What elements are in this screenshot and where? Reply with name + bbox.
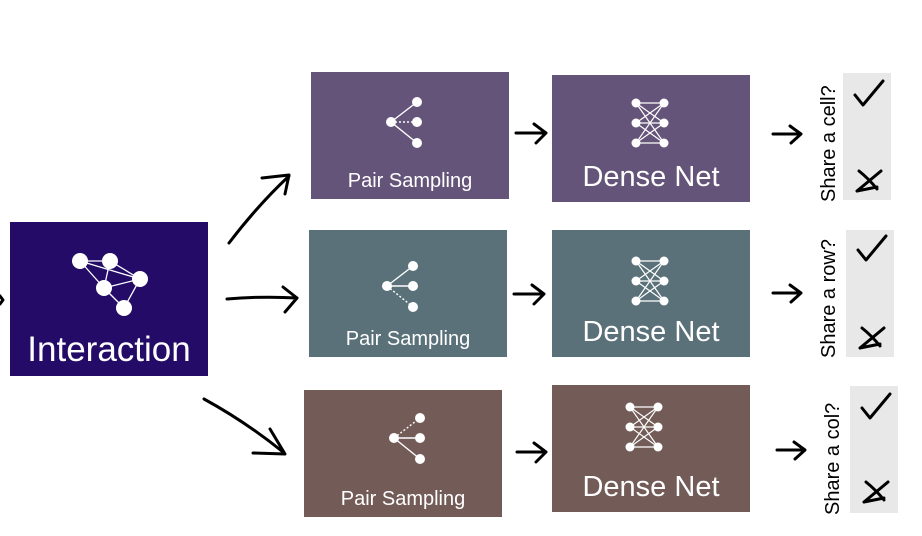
interaction-box: Interaction <box>10 222 208 376</box>
dense-net-label: Dense Net <box>582 471 720 503</box>
checkmark-icon <box>856 234 888 262</box>
question-share-cell: Share a cell? <box>818 85 840 202</box>
arrow-ps3-to-dn3 <box>515 441 548 464</box>
interaction-label: Interaction <box>27 330 191 369</box>
question-share-row: Share a row? <box>818 239 840 358</box>
arrow-interaction-to-ps1 <box>227 173 291 245</box>
dense-net-icon <box>631 98 669 148</box>
pair-sampling-box-cell: Pair Sampling <box>311 72 509 199</box>
cross-icon <box>862 480 890 504</box>
cross-icon <box>855 169 883 193</box>
arrow-interaction-to-ps3 <box>202 397 287 456</box>
graph-network-icon <box>72 253 148 316</box>
arrow-dn2-to-out2 <box>771 283 803 304</box>
outcome-panel-row <box>846 230 894 357</box>
outcome-panel-col <box>850 386 898 513</box>
pair-sampling-box-row: Pair Sampling <box>309 230 507 357</box>
arrow-ps2-to-dn2 <box>512 283 546 306</box>
pair-sampling-label: Pair Sampling <box>345 328 471 350</box>
arrow-ps1-to-dn1 <box>514 122 548 145</box>
checkmark-icon <box>853 79 885 107</box>
dense-net-box-col: Dense Net <box>552 385 750 512</box>
input-arrow-tip <box>0 294 5 306</box>
cross-icon <box>858 326 886 350</box>
pair-sampling-label: Pair Sampling <box>347 170 473 192</box>
dense-net-label: Dense Net <box>582 161 720 193</box>
dense-net-box-row: Dense Net <box>552 230 750 357</box>
dense-net-icon <box>625 402 663 452</box>
pair-sampling-box-col: Pair Sampling <box>304 390 502 517</box>
pair-sampling-icon <box>382 261 418 312</box>
pair-sampling-label: Pair Sampling <box>340 488 466 510</box>
dense-net-icon <box>631 256 669 306</box>
pair-sampling-icon <box>389 413 425 464</box>
pair-sampling-icon <box>386 97 422 148</box>
arrow-dn3-to-out3 <box>775 440 807 461</box>
outcome-panel-cell <box>843 73 891 200</box>
question-share-col: Share a col? <box>822 402 844 515</box>
checkmark-icon <box>860 392 892 420</box>
arrow-interaction-to-ps2 <box>225 285 299 314</box>
dense-net-box-cell: Dense Net <box>552 75 750 202</box>
dense-net-label: Dense Net <box>582 316 720 348</box>
arrow-dn1-to-out1 <box>771 124 803 145</box>
